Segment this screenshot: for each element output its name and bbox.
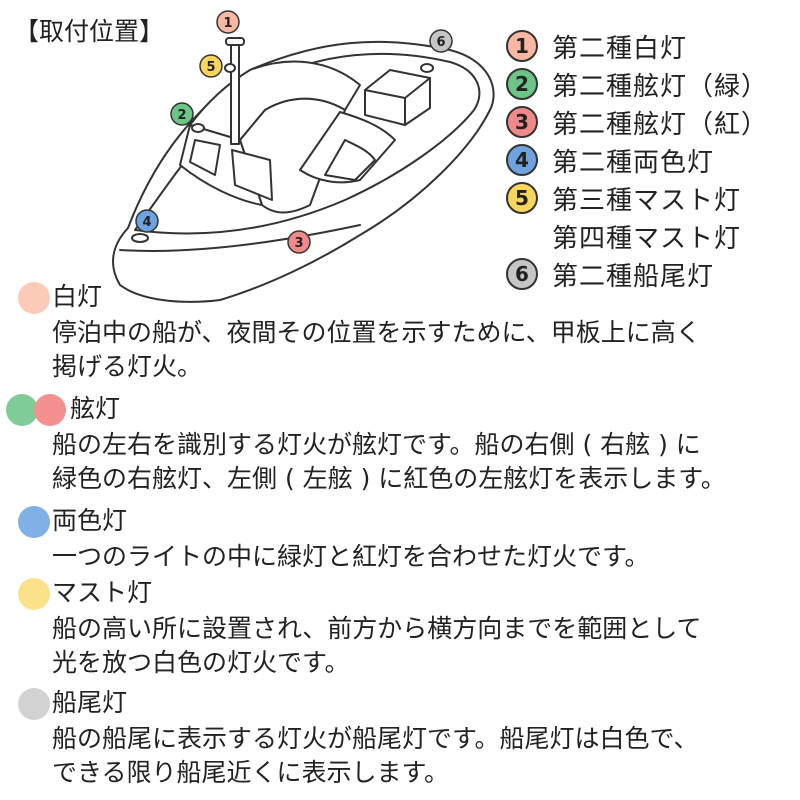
description-line: 停泊中の船が、夜間その位置を示すために、甲板上に高く (52, 318, 701, 347)
light-description: 白灯停泊中の船が、夜間その位置を示すために、甲板上に高く掲げる灯火。 (0, 280, 800, 384)
legend-label: 第二種白灯 (552, 33, 688, 64)
description-heading: 船尾灯 (0, 686, 800, 722)
marker-3-label: 3 (294, 236, 303, 251)
description-heading: 白灯 (0, 280, 800, 316)
legend-number-badge: 4 (506, 144, 538, 176)
legend-item: 3 第二種舷灯（紅） (506, 102, 768, 142)
light-description: 両色灯一つのライトの中に緑灯と紅灯を合わせた灯火です。 (0, 504, 800, 574)
marker-4-label: 4 (142, 215, 151, 230)
description-heading: マスト灯 (0, 576, 800, 612)
marker-2-label: 2 (177, 108, 186, 123)
legend-label: 第二種両色灯 (552, 147, 715, 178)
description-title: 両色灯 (52, 506, 128, 535)
description-title: 舷灯 (70, 394, 121, 423)
boat-mast (230, 41, 240, 145)
marker-1: 1 (216, 10, 240, 34)
page-title: 【取付位置】 (14, 17, 165, 46)
description-line: 一つのライトの中に緑灯と紅灯を合わせた灯火です。 (52, 542, 650, 571)
legend-label: 第二種舷灯（緑） (552, 71, 769, 102)
marker-3: 3 (287, 230, 311, 254)
description-body: 船の左右を識別する灯火が舷灯です。船の右側 ( 右舷 ) に緑色の右舷灯、左側 … (0, 428, 800, 496)
description-line: できる限り船尾近くに表示します。 (52, 758, 450, 787)
legend-number-badge: 3 (506, 106, 538, 138)
description-title: 白灯 (52, 282, 103, 311)
description-title: マスト灯 (52, 578, 153, 607)
description-line: 掲げる灯火。 (52, 352, 203, 381)
description-line: 船の左右を識別する灯火が舷灯です。船の右側 ( 右舷 ) に (52, 430, 701, 459)
marker-6-label: 6 (436, 35, 445, 50)
boat-illustration: 1 5 2 4 3 6 (112, 10, 495, 303)
legend-label: 第二種船尾灯 (552, 261, 715, 292)
color-dot-icon (18, 688, 50, 720)
legend-number-badge: 5 (506, 182, 538, 214)
legend-item: 6 第二種船尾灯 (506, 254, 768, 294)
legend-item: 1 第二種白灯 (506, 26, 768, 66)
legend-item: 5 第三種マスト灯 (506, 178, 768, 218)
legend-number-badge: 1 (506, 30, 538, 62)
description-body: 一つのライトの中に緑灯と紅灯を合わせた灯火です。 (0, 540, 800, 574)
legend-label: 第四種マスト灯 (552, 223, 742, 254)
marker-5: 5 (199, 54, 223, 78)
marker-5-label: 5 (206, 60, 215, 75)
description-title: 船尾灯 (52, 688, 128, 717)
description-body: 船の高い所に設置され、前方から横方向までを範囲として光を放つ白色の灯火です。 (0, 612, 800, 680)
description-heading: 舷灯 (0, 392, 800, 428)
description-line: 緑色の右舷灯、左側 ( 左舷 ) に紅色の左舷灯を表示します。 (52, 464, 726, 493)
light-description: マスト灯船の高い所に設置され、前方から横方向までを範囲として光を放つ白色の灯火で… (0, 576, 800, 680)
legend-label: 第三種マスト灯 (552, 185, 742, 216)
description-line: 船の高い所に設置され、前方から横方向までを範囲として (52, 614, 702, 643)
light-description: 舷灯船の左右を識別する灯火が舷灯です。船の右側 ( 右舷 ) に緑色の右舷灯、左… (0, 392, 800, 496)
description-line: 船の船尾に表示する灯火が船尾灯です。船尾灯は白色で、 (52, 724, 699, 753)
color-dot-icon (18, 282, 50, 314)
color-dot-icon (18, 506, 50, 538)
legend-item: 4 第二種両色灯 (506, 140, 768, 180)
light-description: 船尾灯船の船尾に表示する灯火が船尾灯です。船尾灯は白色で、できる限り船尾近くに表… (0, 686, 800, 790)
marker-2: 2 (170, 102, 194, 126)
marker-1-label: 1 (223, 16, 232, 31)
marker-6: 6 (429, 29, 453, 53)
color-dot-icon (34, 394, 66, 426)
legend-label: 第二種舷灯（紅） (552, 109, 769, 140)
legend-number-badge: 6 (506, 258, 538, 290)
marker-4: 4 (135, 209, 159, 233)
legend-number-spacer (506, 220, 538, 252)
color-dot-icon (6, 394, 38, 426)
color-dot-icon (18, 578, 50, 610)
description-body: 停泊中の船が、夜間その位置を示すために、甲板上に高く掲げる灯火。 (0, 316, 800, 384)
legend-item: 第四種マスト灯 (506, 216, 768, 256)
description-body: 船の船尾に表示する灯火が船尾灯です。船尾灯は白色で、できる限り船尾近くに表示しま… (0, 722, 800, 790)
description-line: 光を放つ白色の灯火です。 (52, 648, 350, 677)
description-heading: 両色灯 (0, 504, 800, 540)
legend-number-badge: 2 (506, 68, 538, 100)
legend-item: 2 第二種舷灯（緑） (506, 64, 768, 104)
light-legend: 1 第二種白灯 2 第二種舷灯（緑） 3 第二種舷灯（紅） 4 第二種両色灯 5 第三種マスト灯第… (506, 26, 768, 292)
